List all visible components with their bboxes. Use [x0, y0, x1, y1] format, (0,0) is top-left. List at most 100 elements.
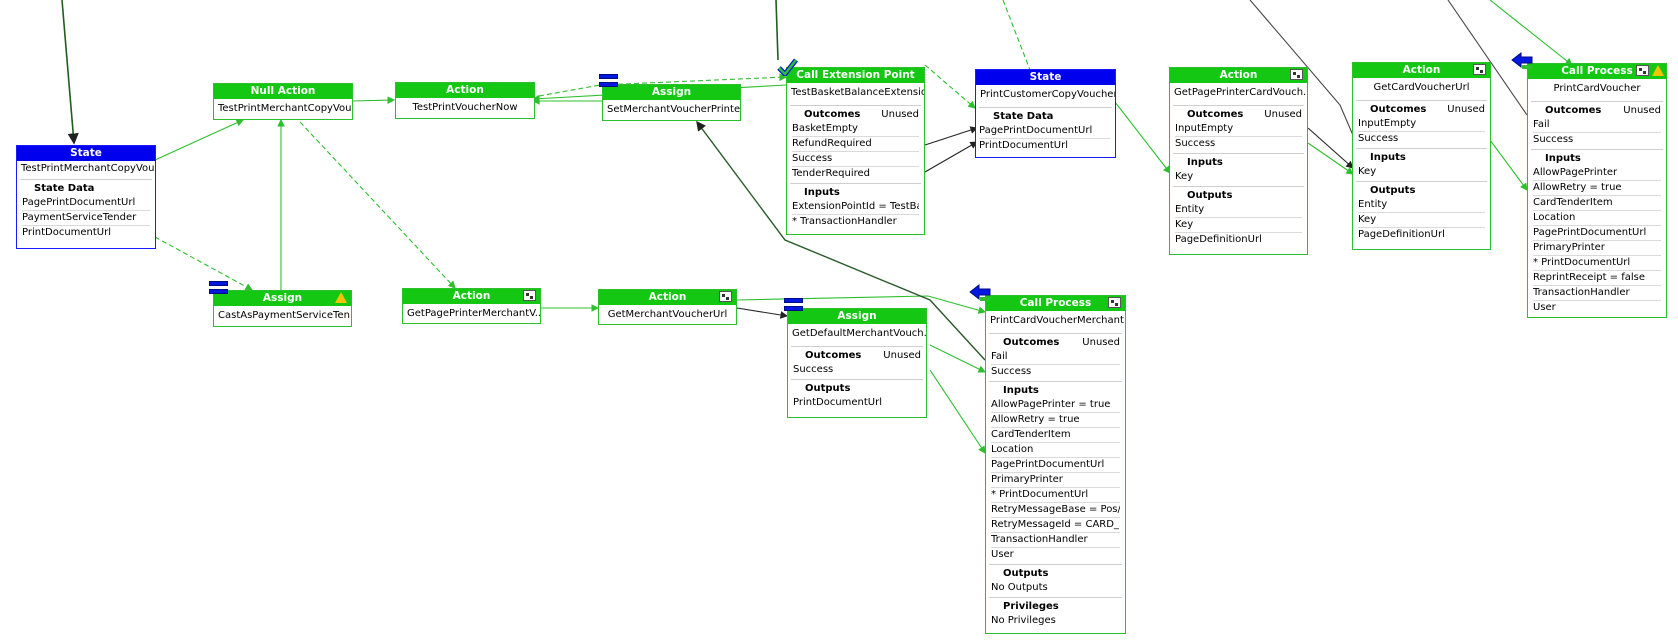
subprocess-icon	[1290, 69, 1303, 80]
assign-node[interactable]: Assign CastAsPaymentServiceTen...	[213, 290, 352, 327]
null-action-node[interactable]: Null Action TestPrintMerchantCopyVou...	[213, 83, 353, 120]
list-item: Success	[1175, 138, 1216, 149]
section-header: Inputs	[1370, 152, 1406, 163]
list-item: AllowRetry = true	[991, 413, 1120, 428]
node-name: TestBasketBalanceExtension	[791, 87, 924, 98]
list-item: RefundRequired	[792, 137, 919, 152]
connector	[1447, 0, 1528, 116]
list-item: PagePrintDocumentUrl	[979, 124, 1110, 139]
state-node[interactable]: State TestPrintMerchantCopyVou... State …	[16, 145, 156, 249]
divider	[989, 381, 1122, 382]
connector	[924, 141, 978, 173]
node-type: Assign	[214, 291, 351, 306]
section-header: Inputs	[1545, 153, 1581, 164]
connector	[775, 0, 779, 61]
section-header: Outputs	[805, 383, 851, 394]
node-type: State	[17, 146, 155, 161]
section-header: Inputs	[1003, 385, 1039, 396]
list-item: ReprintReceipt = false	[1533, 271, 1661, 286]
node-name: GetPagePrinterMerchantV...	[407, 308, 540, 319]
section-header: State Data	[993, 111, 1054, 122]
list-item: TransactionHandler	[1533, 286, 1661, 301]
connector	[538, 73, 788, 97]
section-header: Privileges	[1003, 601, 1059, 612]
warning-icon	[1652, 65, 1664, 76]
list-item: Success	[1358, 133, 1399, 144]
node-type-label: Action	[648, 291, 687, 303]
list-item: * PrintDocumentUrl	[1533, 256, 1661, 271]
list-item: BasketEmpty	[792, 122, 919, 137]
connector	[1307, 142, 1354, 175]
outcomes-label: Outcomes	[1545, 105, 1602, 116]
connector	[299, 121, 456, 289]
list-item: Key	[1175, 171, 1194, 182]
assign-node[interactable]: Assign GetDefaultMerchantVouch... Outcom…	[787, 308, 927, 418]
call-process-node[interactable]: Call Process PrintCardVoucherMerchant...…	[985, 295, 1126, 634]
list-item: RetryMessageBase = Pos/...	[991, 503, 1120, 518]
list-item: AllowPagePrinter = true	[991, 398, 1120, 413]
action-node[interactable]: Action GetPagePrinterCardVouch... Outcom…	[1169, 67, 1308, 255]
divider	[1356, 100, 1487, 101]
list-item: PagePrintDocumentUrl	[22, 196, 150, 211]
list-item: Entity	[1358, 198, 1485, 213]
connector	[924, 64, 976, 109]
connector	[1002, 0, 1031, 71]
node-type-label: Assign	[262, 292, 303, 304]
outcomes-label: Outcomes	[1003, 337, 1060, 348]
node-type: Action	[1170, 68, 1307, 83]
connector	[924, 126, 979, 146]
connector	[929, 369, 986, 454]
list-item: Success	[1533, 134, 1574, 145]
subprocess-icon	[719, 291, 732, 302]
list-item: * PrintDocumentUrl	[991, 488, 1120, 503]
extension-point-icon	[776, 56, 798, 78]
node-name: PrintCardVoucher	[1553, 83, 1641, 94]
action-node[interactable]: Action TestPrintVoucherNow	[395, 82, 535, 119]
divider	[979, 107, 1112, 108]
node-type-label: Call Process	[1561, 65, 1633, 77]
divider	[791, 346, 923, 347]
list-item: PrintDocumentUrl	[793, 397, 883, 408]
node-type-label: Call Process	[1019, 297, 1092, 309]
list-item: PageDefinitionUrl	[1358, 229, 1445, 240]
section-header: Outputs	[1003, 568, 1049, 579]
node-type: Call Extension Point	[787, 68, 924, 83]
list-item: ExtensionPointId = TestBa...	[792, 200, 919, 215]
list-item: InputEmpty	[1175, 122, 1302, 137]
list-item: PrintDocumentUrl	[979, 140, 1069, 151]
divider	[20, 179, 152, 180]
node-type: Action	[599, 290, 736, 305]
node-type: Null Action	[214, 84, 352, 99]
node-name: TestPrintVoucherNow	[412, 102, 518, 113]
node-type: State	[976, 70, 1115, 85]
section-header: State Data	[34, 183, 95, 194]
outcomes-label: Outcomes	[804, 109, 861, 120]
list-item: PagePrintDocumentUrl	[1533, 226, 1661, 241]
assign-node[interactable]: Assign SetMerchantVoucherPrinted	[602, 84, 741, 121]
connector	[696, 120, 986, 361]
section-header: Outputs	[1187, 190, 1233, 201]
node-name: CastAsPaymentServiceTen...	[218, 310, 351, 321]
list-item: InputEmpty	[1358, 117, 1485, 132]
call-process-marker-icon	[968, 283, 994, 304]
divider	[790, 183, 921, 184]
list-item: AllowPagePrinter	[1533, 166, 1661, 181]
unused-label: Unused	[883, 350, 921, 361]
list-item: PrintDocumentUrl	[22, 227, 112, 238]
node-type: Action	[1353, 63, 1490, 78]
call-extension-point-node[interactable]: Call Extension Point TestBasketBalanceEx…	[786, 67, 925, 235]
state-node[interactable]: State PrintCustomerCopyVoucher State Dat…	[975, 69, 1116, 158]
divider	[790, 105, 921, 106]
node-name: GetMerchantVoucherUrl	[607, 309, 728, 320]
action-node[interactable]: Action GetMerchantVoucherUrl	[598, 289, 737, 325]
action-node[interactable]: Action GetPagePrinterMerchantV...	[402, 288, 541, 324]
divider	[1531, 101, 1663, 102]
node-type: Assign	[603, 85, 740, 100]
